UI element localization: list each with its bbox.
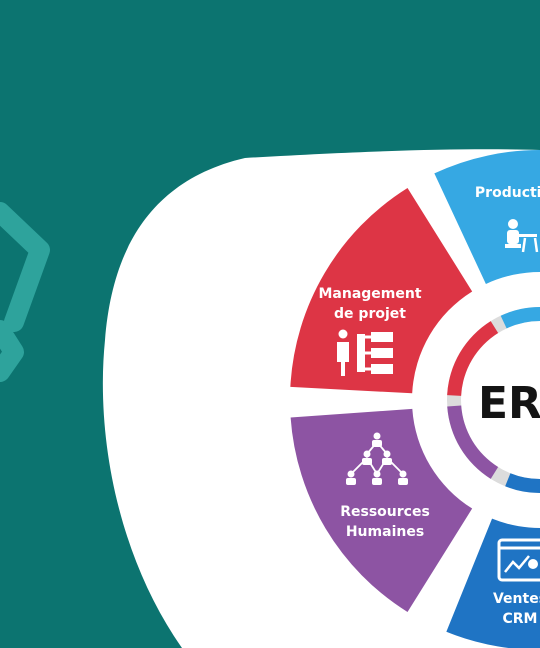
erp-wheel: ProductionManagement de projetRessourcesH… (290, 150, 540, 648)
segment-label-ressources-humaines-0: Ressources (340, 504, 430, 520)
segment-management-projet (290, 187, 473, 394)
segment-label-ressources-humaines-1: Humaines (346, 524, 424, 540)
gear-ring-base (447, 307, 540, 493)
sales-screen-icon (497, 538, 540, 582)
gear-ring-arc-3 (505, 473, 540, 493)
gear-ring-arc-0 (500, 307, 540, 329)
segment-production (434, 150, 540, 284)
segment-label-management-projet-1: de projet (334, 306, 406, 322)
segment-label-production-0: Production (475, 185, 540, 201)
gear-ring-arc-2 (447, 405, 499, 479)
segment-label-ventes-crm-0: Ventes (493, 591, 540, 607)
segment-label-ventes-crm-1: CRM (503, 611, 538, 627)
segment-label-management-projet-0: Management (318, 286, 421, 302)
person-with-org-chart-icon (337, 329, 393, 376)
gear-ring-arc-1 (447, 321, 499, 396)
segment-ventes-crm (446, 518, 540, 648)
segment-ressources-humaines (290, 408, 473, 613)
erp-center-label: ERP (478, 378, 540, 429)
erp-hub (462, 322, 540, 478)
worker-at-machine-icon (505, 219, 539, 253)
outline-chevron-mark (0, 202, 50, 382)
people-network-icon (346, 432, 408, 485)
